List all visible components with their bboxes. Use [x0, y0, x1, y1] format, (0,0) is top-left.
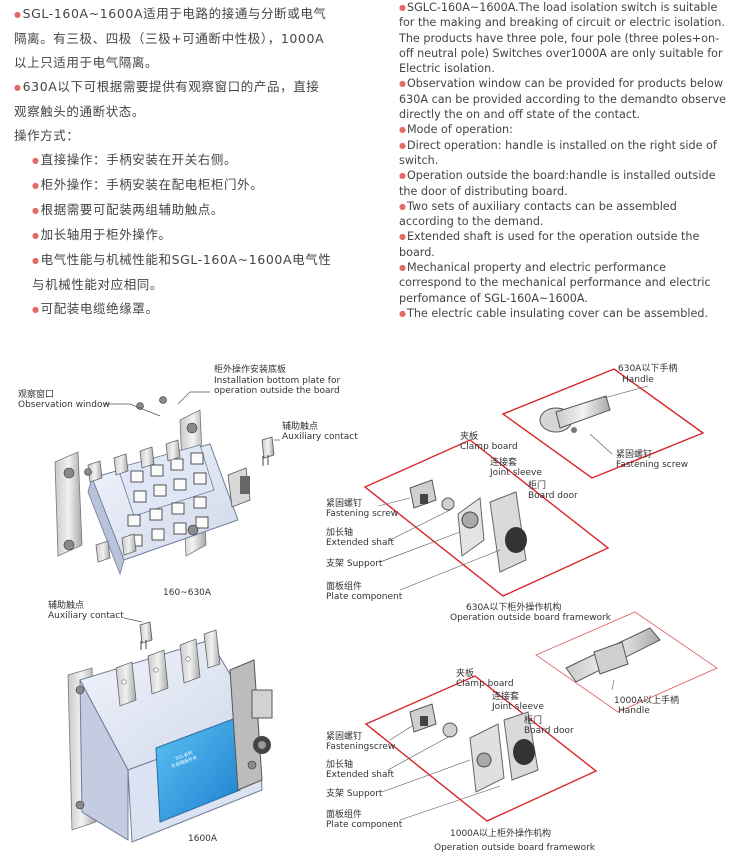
frame630-caption-en: Operation outside board framework	[450, 613, 612, 623]
frame-handle-630a	[501, 368, 705, 479]
install-plate-caption-en2: operation outside the board	[214, 386, 340, 396]
frame-mechanism-1000a	[364, 675, 598, 822]
clamp2-caption-cn: 夹板	[456, 669, 475, 679]
bullet-icon: ●	[399, 125, 406, 135]
bullet-icon: ●	[399, 308, 406, 318]
model-small-caption: 160~630A	[163, 588, 212, 598]
cn-para-5: ●柜外操作：手柄安装在配电柜柜门外。	[32, 177, 264, 192]
switch-1600a-illustration: SGL系列 负荷隔离开关	[67, 617, 273, 843]
cn-para-2: ●630A以下可根据需要提供有观察窗口的产品，直接观察触头的通断状态。	[14, 79, 320, 119]
joint2-caption-cn: 连接套	[492, 692, 520, 702]
frame630-caption-cn: 630A以下柜外操作机构	[466, 603, 562, 613]
plate2-caption-cn: 面板组件	[326, 810, 363, 820]
joint1-caption-en: Joint sleeve	[490, 468, 542, 478]
en-para-7: ●Extended shaft is used for the operatio…	[399, 230, 700, 259]
en-para-2: ●Observation window can be provided for …	[399, 77, 726, 122]
en-para-5: ●Operation outside the board:handle is i…	[399, 169, 716, 198]
aux-top-caption-cn: 辅助触点	[282, 422, 319, 432]
aux-top-caption-en: Auxiliary contact	[282, 432, 358, 442]
support1-caption: 支架 Support	[326, 559, 383, 569]
plate1-caption-en: Plate component	[326, 592, 403, 602]
fasten-l2-caption-cn: 紧固螺钉	[326, 732, 363, 742]
cn-para-1: ●SGL-160A~1600A适用于电路的接通与分断或电气隔离。有三极、四极（三…	[14, 6, 327, 70]
frame1000-caption-en: Operation outside board framework	[434, 843, 596, 853]
shaft1-caption-cn: 加长轴	[326, 528, 354, 538]
en-para-3: ●Mode of operation:	[399, 123, 513, 137]
cn-para-4: ●直接操作：手柄安装在开关右侧。	[32, 152, 238, 167]
door2-caption-cn: 柜门	[524, 716, 543, 726]
handle-630a	[539, 385, 649, 455]
en-para-6: ●Two sets of auxiliary contacts can be a…	[399, 199, 677, 229]
bullet-icon: ●	[399, 171, 406, 181]
en-para-1: ●SGLC-160A~1600A.The load isolation swit…	[399, 1, 725, 76]
joint2-caption-en: Joint sleeve	[492, 702, 544, 712]
handle1000-caption-en: Handle	[618, 706, 650, 716]
clamp1-caption-en: Clamp board	[460, 442, 518, 452]
handle1000-caption-cn: 1000A以上手柄	[614, 696, 680, 706]
cn-para-9: ●可配装电缆绝缘罩。	[32, 301, 159, 316]
door2-caption-en: Board door	[524, 726, 574, 736]
handle630-caption-en: Handle	[622, 375, 654, 385]
aux-bottom-caption-cn: 辅助触点	[48, 601, 85, 611]
bullet-icon: ●	[32, 206, 40, 215]
clamp1-caption-cn: 夹板	[460, 432, 479, 442]
cn-para-7: ●加长轴用于柜外操作。	[32, 227, 172, 242]
frame-mechanism-630a	[363, 439, 610, 597]
cn-para-8: ●电气性能与机械性能和SGL-160A~1600A电气性与机械性能对应相同。	[32, 252, 332, 292]
shaft2-caption-en: Extended shaft	[326, 770, 395, 780]
fasten-r1-caption-en: Fastening screw	[616, 460, 689, 470]
cn-para-6: ●根据需要可配装两组辅助触点。	[32, 202, 224, 217]
plate2-caption-en: Plate component	[326, 820, 403, 830]
door1-caption-en: Board door	[528, 491, 578, 501]
red-frames	[363, 368, 705, 822]
obs-window-caption-cn: 观察窗口	[18, 390, 55, 400]
bullet-icon: ●	[399, 140, 406, 150]
frame1000-caption-cn: 1000A以上柜外操作机构	[450, 829, 552, 839]
en-para-4: ●Direct operation: handle is installed o…	[399, 138, 717, 167]
bullet-icon: ●	[32, 256, 40, 265]
bullet-icon: ●	[14, 10, 22, 19]
shaft2-caption-cn: 加长轴	[326, 760, 354, 770]
model-large-caption: 1600A	[188, 834, 218, 844]
plate1-caption-cn: 面板组件	[326, 582, 363, 592]
bullet-icon: ●	[32, 305, 40, 314]
door1-caption-cn: 柜门	[528, 481, 547, 491]
clamp2-caption-en: Clamp board	[456, 679, 514, 689]
handle630-caption-cn: 630A以下手柄	[618, 364, 678, 374]
switch-160-630a-illustration	[54, 391, 280, 576]
bullet-icon: ●	[32, 156, 40, 165]
fasten-l2-caption-en: Fasteningscrew	[326, 742, 396, 752]
support2-caption: 支架 Support	[326, 789, 383, 799]
mechanism-630a	[377, 479, 527, 591]
joint1-caption-cn: 连接套	[490, 458, 518, 468]
fasten-l1-caption-en: Fastening screw	[326, 509, 399, 519]
bullet-icon: ●	[399, 201, 406, 211]
handle-1000a	[565, 627, 661, 691]
obs-window-caption-en: Observation window	[18, 400, 110, 410]
install-plate-caption-cn: 柜外操作安装底板	[214, 365, 287, 375]
bullet-icon: ●	[14, 83, 22, 92]
mechanism-1000a	[381, 703, 539, 821]
en-para-9: ●The electric cable insulating cover can…	[399, 306, 709, 320]
cn-para-3: 操作方式：	[14, 128, 80, 143]
fasten-l1-caption-cn: 紧固螺钉	[326, 499, 363, 509]
bullet-icon: ●	[399, 232, 406, 242]
bullet-icon: ●	[399, 3, 406, 12]
bullet-icon: ●	[399, 79, 406, 89]
chinese-description: ●SGL-160A~1600A适用于电路的接通与分断或电气隔离。有三极、四极（三…	[14, 2, 332, 322]
bullet-icon: ●	[399, 263, 406, 273]
fasten-r1-caption-cn: 紧固螺钉	[616, 450, 653, 460]
frame-handle-1000a	[535, 611, 718, 713]
shaft1-caption-en: Extended shaft	[326, 538, 395, 548]
aux-bottom-caption-en: Auxiliary contact	[48, 611, 124, 621]
install-plate-caption-en1: Installation bottom plate for	[214, 376, 341, 386]
bullet-icon: ●	[32, 231, 40, 240]
bullet-icon: ●	[32, 181, 40, 190]
en-para-8: ●Mechanical property and electric perfor…	[399, 261, 711, 305]
english-description: ●SGLC-160A~1600A.The load isolation swit…	[399, 0, 727, 321]
